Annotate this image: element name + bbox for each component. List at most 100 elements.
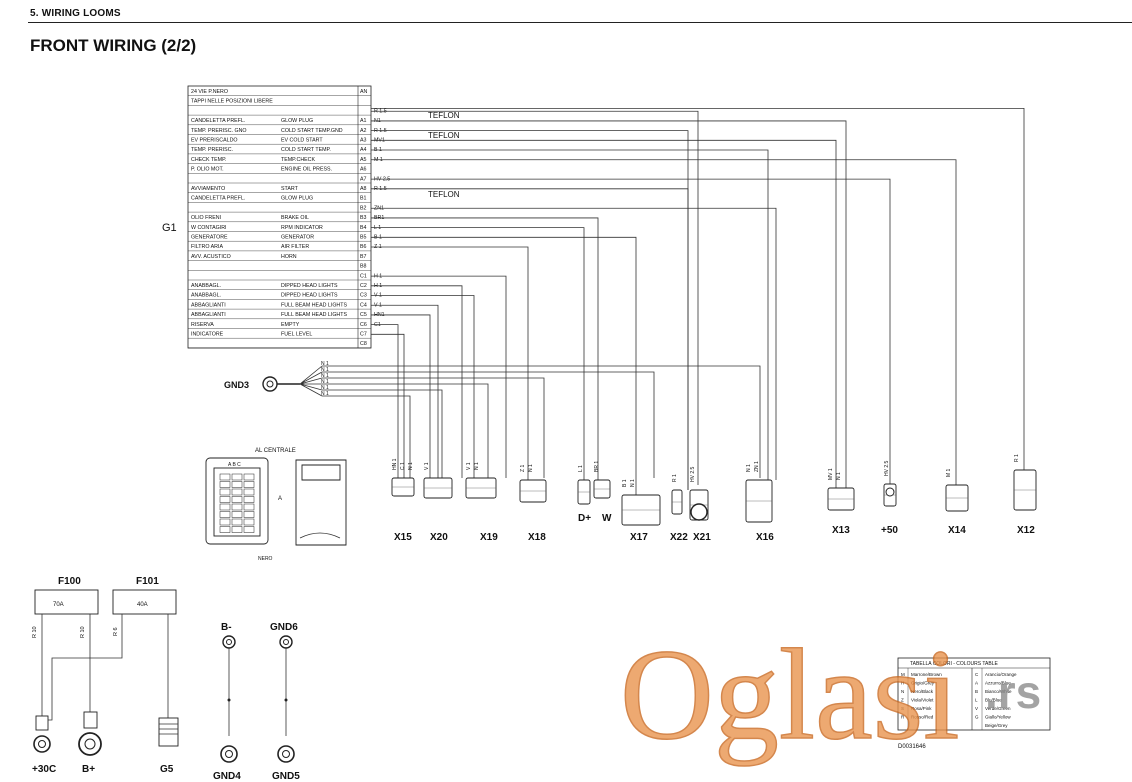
gnd3-wire-label: N 1 [321,391,329,397]
legend-code: R [901,715,905,720]
connector-label: X21 [693,532,711,543]
table-row-it: TEMP. PRERISC. [191,147,233,153]
connector-wire-label: N 1 [528,464,534,472]
table-row-it: CANDELETTA PREFL. [191,196,245,202]
table-row-en: AIR FILTER [281,244,309,250]
terminal-g5-label: G5 [160,764,174,775]
table-row-en: COLD START TEMP.GND [281,128,343,134]
table-row-it: ANABBAGL. [191,283,221,289]
teflon-label-3: TEFLON [428,190,460,199]
gnd3-wire-label: N 1 [321,373,329,379]
table-row-it: GENERATORE [191,235,228,241]
connector-label: X18 [528,532,546,543]
teflon-label-2: TEFLON [428,131,460,140]
table-row-pin: B8 [360,264,367,270]
doc-code: D0031646 [898,744,926,750]
table-row-pin: B7 [360,254,367,260]
table-row-pin: B4 [360,225,367,231]
table-row-pin: C3 [360,293,367,299]
table-row-pin: A4 [360,147,367,153]
legend-colour: Viola/Violet [911,698,934,703]
g1-label: G1 [162,222,177,234]
power-wire-3: R 6 [113,627,119,636]
connector-wire-label: M 1 [946,468,952,477]
legend-colour: Beige/Grey [985,723,1008,728]
legend-colour: Rosa/Pink [911,706,932,711]
table-row-en: RPM INDICATOR [281,225,323,231]
fuse-f100-label: F100 [58,576,81,587]
table-row-it: ABBAGLIANTI [191,302,226,308]
connector-wire-label: MV 1 [828,468,834,480]
gnd3-wire-label: N 1 [321,379,329,385]
legend-colour: Rosso/Red [911,715,934,720]
table-row-pin: A6 [360,167,367,173]
power-terminals [33,711,179,756]
al-centrale-label: AL CENTRALE [255,448,296,454]
table-row-pin: B2 [360,205,367,211]
table-row-it: OLIO FRENI [191,215,221,221]
connector-label: X20 [430,532,448,543]
legend-colour: Grigio/Grey [911,681,935,686]
table-row-en: GENERATOR [281,235,314,241]
legend-colour: Nero/Black [911,689,934,694]
connector-wire-label: HV 2.5 [884,460,890,476]
table-row-en: HORN [281,254,297,260]
terminal-bplus-label: B+ [82,764,95,775]
table-row-it: FILTRO ARIA [191,244,223,250]
table-row-pin: C1 [360,273,367,279]
legend-code: L [975,698,978,703]
table-row-pin: C4 [360,302,367,308]
table-row-en: EMPTY [281,322,300,328]
table-row-en: COLD START TEMP. [281,147,331,153]
power-wire-2: R 10 [80,626,86,638]
table-row-pin: A2 [360,128,367,134]
a-label: A [278,496,282,502]
table-row-en: DIPPED HEAD LIGHTS [281,293,338,299]
table-row-it: TAPPI NELLE POSIZIONI LIBERE [191,99,273,105]
table-row-it: CANDELETTA PREFL. [191,118,245,124]
table-row-it: AVV. ACUSTICO [191,254,231,260]
table-row-pin: A1 [360,118,367,124]
power-wire-1: R 10 [32,626,38,638]
legend-colour: Azzurro/Blue [985,681,1011,686]
table-row-en: GLOW PLUG [281,118,313,124]
table-row-en: ENGINE OIL PRESS. [281,167,332,173]
table-row-pin: B3 [360,215,367,221]
connector-label: X16 [756,532,774,543]
connector-wire-label: V 1 [424,462,430,470]
legend-code: S [901,706,904,711]
connector-wire-label: N 1 [630,479,636,487]
table-row-it: CHECK TEMP. [191,157,226,163]
gnd3-wire-label: N 1 [321,385,329,391]
table-row-en: EV COLD START [281,138,323,144]
table-row-it: TEMP. PRERISC. GNO [191,128,247,134]
legend-colour: Verde/Green [985,706,1011,711]
connector-label: W [602,513,612,524]
legend-code: A [975,681,978,686]
table-row-pin: C5 [360,312,367,318]
table-row-pin: B6 [360,244,367,250]
table-row-it: ANABBAGL. [191,293,221,299]
gnd3-label: GND3 [224,380,249,390]
fuse-f101-rating: 40A [137,602,148,608]
table-row-en: TEMP.CHECK [281,157,316,163]
connector-wire-label: N 1 [746,464,752,472]
oglasi-watermark: Oglasi .rs [619,622,1041,768]
table-row-pin: A5 [360,157,367,163]
table-row-en: DIPPED HEAD LIGHTS [281,283,338,289]
connector-wire-label: N 1 [474,462,480,470]
watermark-suffix: .rs [985,666,1041,718]
fuse-f101-label: F101 [136,576,159,587]
table-row-it: EV PRERISCALDO [191,138,238,144]
wire-runs [322,108,1025,495]
legend-code: G [975,715,979,720]
terminal-gnd5-label: GND5 [272,771,300,782]
legend-code: H [901,681,904,686]
connector-label: X17 [630,532,648,543]
teflon-label-1: TEFLON [428,111,460,120]
table-row-pin: C2 [360,283,367,289]
connector-label: X13 [832,525,850,536]
connector-wire-label: V 1 [466,462,472,470]
